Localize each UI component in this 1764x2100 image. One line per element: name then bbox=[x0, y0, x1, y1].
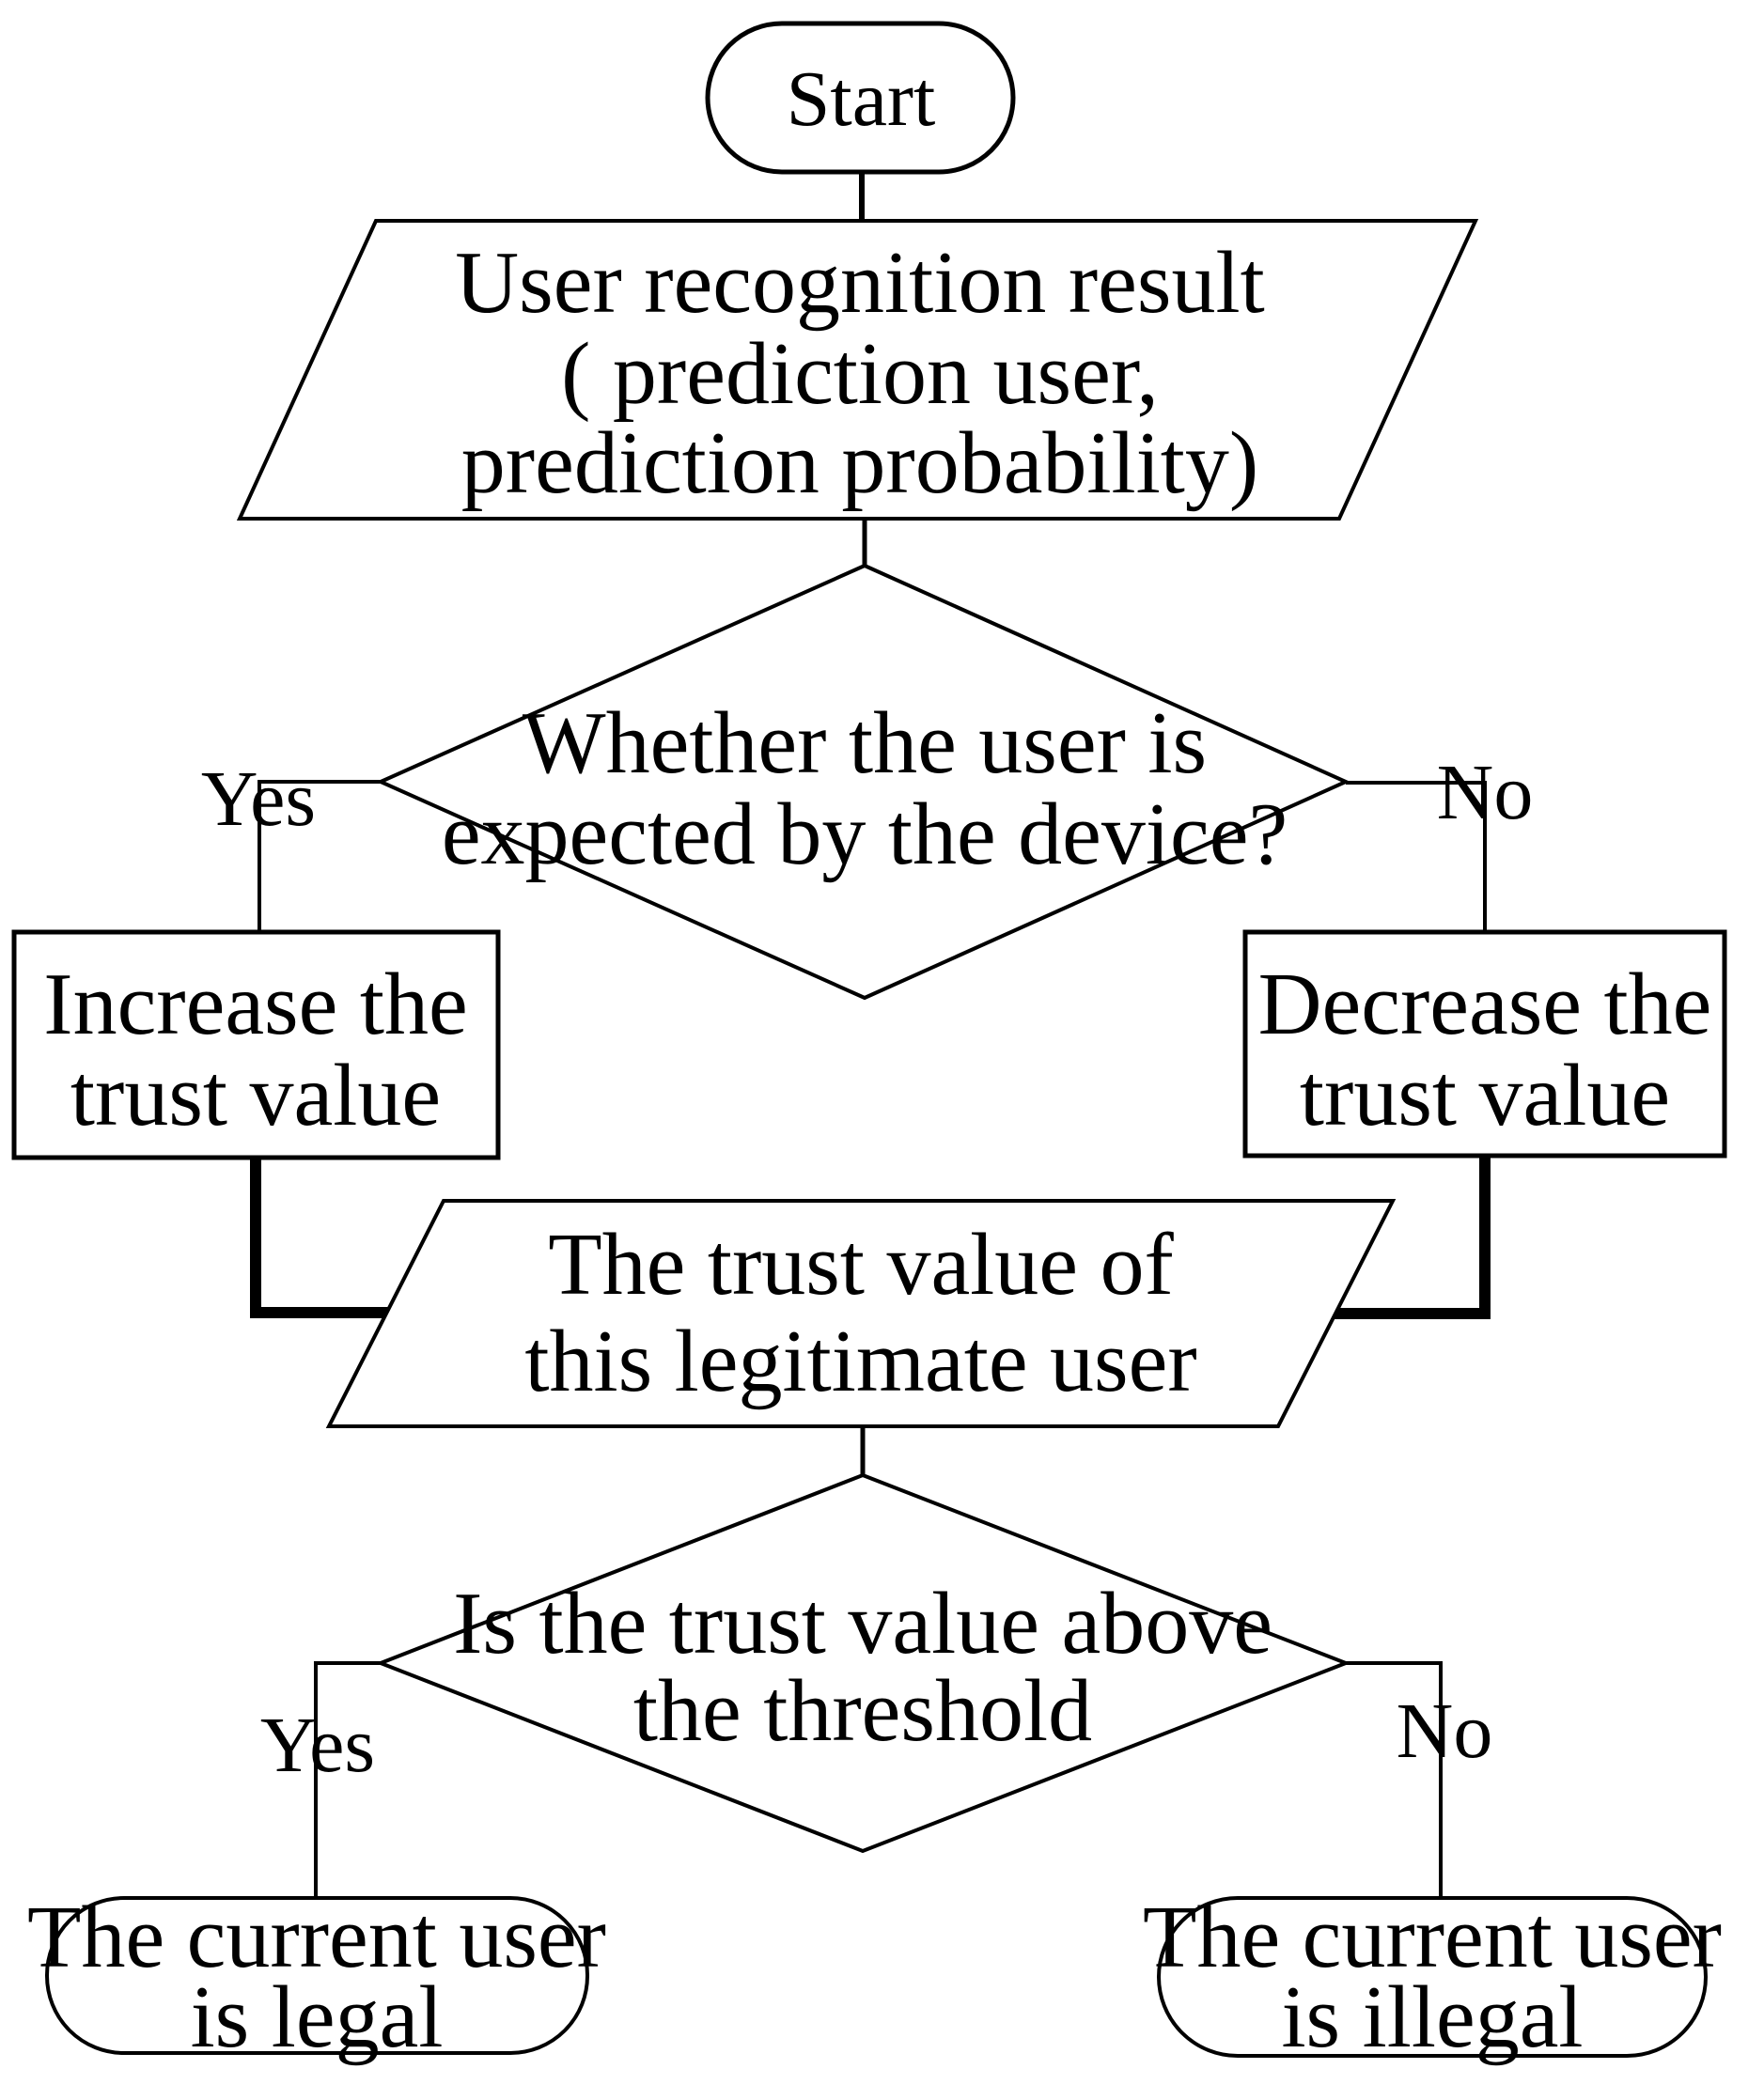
decision1-diamond bbox=[376, 563, 1350, 1001]
increase-label-line1: Increase the bbox=[43, 956, 467, 1053]
edge-increase-to-trust bbox=[250, 1158, 390, 1318]
decrease-box bbox=[1242, 929, 1727, 1159]
increase-label-line2: trust value bbox=[70, 1047, 441, 1144]
legal-label-line1: The current user bbox=[27, 1889, 606, 1986]
decision1-label-line2: expected by the device? bbox=[442, 786, 1288, 883]
illegal-label-line2: is illegal bbox=[1281, 1968, 1583, 2066]
input-parallelogram bbox=[236, 219, 1479, 521]
edge-decision1-yes bbox=[258, 780, 381, 932]
decision1-yes-label: Yes bbox=[201, 755, 316, 843]
edge-decision1-no bbox=[1346, 781, 1487, 932]
start-label: Start bbox=[787, 55, 936, 143]
trust-parallelogram bbox=[325, 1199, 1397, 1428]
increase-box bbox=[11, 929, 501, 1160]
input-label-line1: User recognition result bbox=[455, 234, 1264, 332]
legal-terminator bbox=[45, 1896, 589, 2055]
decrease-label-line1: Decrease the bbox=[1258, 956, 1712, 1053]
input-label-line3: prediction probability) bbox=[461, 414, 1258, 512]
trust-label-line1: The trust value of bbox=[548, 1216, 1174, 1314]
decision2-no-label: No bbox=[1397, 1688, 1493, 1775]
decision2-diamond bbox=[375, 1472, 1351, 1854]
illegal-label-line1: The current user bbox=[1143, 1889, 1722, 1986]
start-terminator bbox=[705, 21, 1016, 175]
input-label-line2: ( prediction user, bbox=[561, 325, 1159, 423]
trust-label-line2: this legitimate user bbox=[524, 1313, 1196, 1410]
decision2-yes-label: Yes bbox=[260, 1702, 375, 1789]
edge-decision2-yes bbox=[314, 1661, 381, 1898]
decision2-label-line2: the threshold bbox=[633, 1662, 1092, 1760]
decision1-no-label: No bbox=[1437, 749, 1534, 836]
illegal-terminator bbox=[1157, 1896, 1708, 2058]
legal-label-line2: is legal bbox=[191, 1968, 444, 2066]
decrease-label-line2: trust value bbox=[1300, 1047, 1670, 1144]
decision1-label-line1: Whether the user is bbox=[523, 694, 1207, 792]
edge-decrease-to-trust bbox=[1335, 1156, 1491, 1319]
decision2-label-line1: Is the trust value above bbox=[453, 1575, 1272, 1672]
edge-decision2-no bbox=[1346, 1661, 1443, 1898]
